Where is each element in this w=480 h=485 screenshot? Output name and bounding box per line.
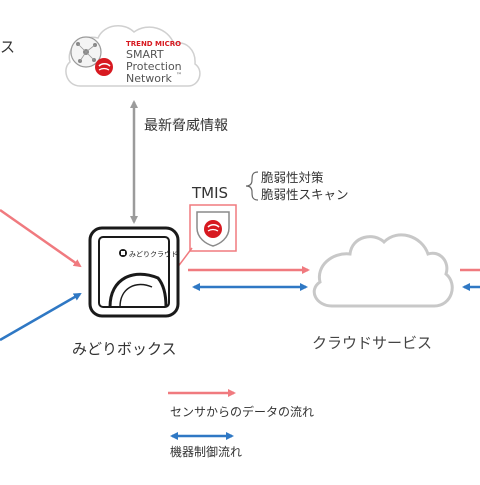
spn-brand-line: TREND MICRO	[126, 40, 181, 48]
cloud-service-label: クラウドサービス	[312, 334, 432, 352]
midori-box-device: みどりクラウド	[88, 226, 180, 318]
spn-trademark: ™	[176, 72, 182, 79]
legend-sensor-label: センサからのデータの流れ	[170, 404, 314, 419]
trend-micro-shield-icon	[95, 58, 113, 76]
spn-title-line3: Network	[126, 72, 173, 85]
midori-box-label: みどりボックス	[72, 340, 177, 358]
tmis-shield-icon	[196, 211, 230, 247]
legend-control-label: 機器制御流れ	[170, 444, 242, 459]
network-globe-icon	[70, 36, 102, 68]
spn-title-line2: Protection	[126, 60, 182, 73]
midori-logo-icon	[119, 249, 127, 257]
tmis-item-vuln-scan: 脆弱性スキャン	[261, 187, 349, 202]
edge-left-text: ス	[0, 38, 15, 56]
legend: センサからのデータの流れ 機器制御流れ	[168, 389, 314, 459]
control-flow-arrow-left	[0, 292, 82, 342]
cloud-service-icon	[312, 233, 454, 308]
spn-title-line1: SMART	[126, 48, 164, 61]
tmis-bracket	[245, 171, 259, 201]
tmis-title: TMIS	[191, 184, 228, 202]
threat-info-label: 最新脅威情報	[144, 118, 228, 134]
spn-group: TREND MICRO SMART Protection Network ™	[65, 25, 201, 87]
tmis-shield-callout	[170, 204, 237, 277]
sensor-flow-arrow-left	[0, 208, 82, 268]
tmis-item-vuln-countermeasure: 脆弱性対策	[261, 170, 324, 185]
midori-brand-text: みどりクラウド	[129, 251, 178, 259]
